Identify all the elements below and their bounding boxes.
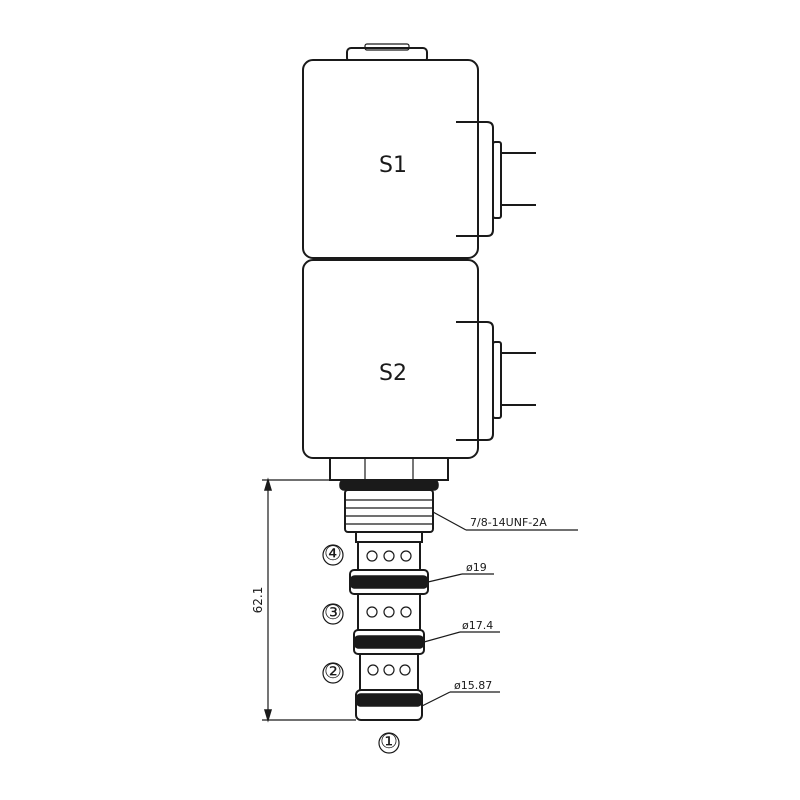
coil-s1-label: S1 [379,153,407,178]
port-label-3: ③ [324,600,342,624]
length-dimension: 62.1 [251,477,356,723]
diameter-callout-17-4: ø17.4 [462,619,493,632]
diameter-callout-19: ø19 [466,561,487,574]
top-nut [346,43,428,63]
coil-s2: S2 [302,259,536,459]
cartridge-body [339,479,439,721]
callouts: 7/8-14UNF-2A ø19 ø17.4 ø15.87 [421,511,578,707]
coil-s2-label: S2 [379,361,407,386]
hex-base [329,457,449,481]
port-label-4: ④ [324,541,342,565]
diameter-callout-15-87: ø15.87 [454,679,492,692]
port-label-2: ② [324,659,342,683]
length-dimension-label: 62.1 [251,587,265,614]
port-labels: ④ ③ ② ① [322,541,400,754]
port-label-1: ① [380,729,398,753]
thread-callout: 7/8-14UNF-2A [470,516,547,529]
coil-s1: S1 [302,59,536,259]
